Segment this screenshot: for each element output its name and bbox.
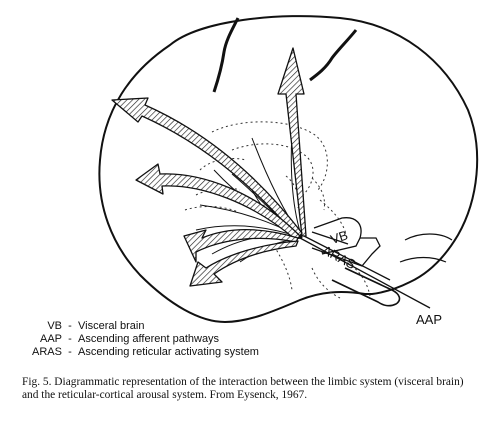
aap-pathway: [299, 237, 431, 309]
parietal-sulcus: [309, 29, 358, 82]
brain-outline: [98, 15, 479, 324]
brainstem-outline: [331, 267, 401, 307]
caption-text: Diagrammatic representation of the inter…: [22, 376, 464, 401]
arrow-lower-left: [183, 229, 299, 263]
legend-row-aras: ARAS - Ascending reticular activating sy…: [14, 346, 374, 359]
legend-text: Ascending afferent pathways: [78, 333, 220, 345]
vb-aras-region: [303, 217, 391, 281]
figure-caption: Fig. 5. Diagrammatic representation of t…: [22, 376, 482, 402]
legend-row-aap: AAP - Ascending afferent pathways: [14, 333, 374, 346]
central-sulcus: [212, 17, 240, 93]
legend-text: Visceral brain: [78, 320, 145, 332]
legend: VB - Visceral brain AAP - Ascending affe…: [14, 320, 374, 359]
vb-label: VB: [329, 227, 350, 247]
cerebellum-outline: [399, 233, 453, 263]
arrow-upper-left: [111, 97, 303, 239]
legend-separator: -: [68, 346, 72, 358]
hatched-arrows: [111, 47, 307, 287]
legend-row-vb: VB - Visceral brain: [14, 320, 374, 333]
legend-separator: -: [68, 333, 72, 345]
aap-label: AAP: [416, 312, 442, 327]
legend-text: Ascending reticular activating system: [78, 346, 259, 358]
figure-label: Fig. 5.: [22, 376, 52, 388]
arrow-middle-left: [135, 163, 301, 241]
arrow-upward: [277, 47, 307, 237]
legend-abbr: AAP: [39, 333, 62, 345]
legend-abbr: VB: [47, 320, 62, 332]
arrow-lower-bottom: [189, 240, 299, 287]
legend-separator: -: [68, 320, 72, 332]
legend-abbr: ARAS: [32, 346, 62, 358]
